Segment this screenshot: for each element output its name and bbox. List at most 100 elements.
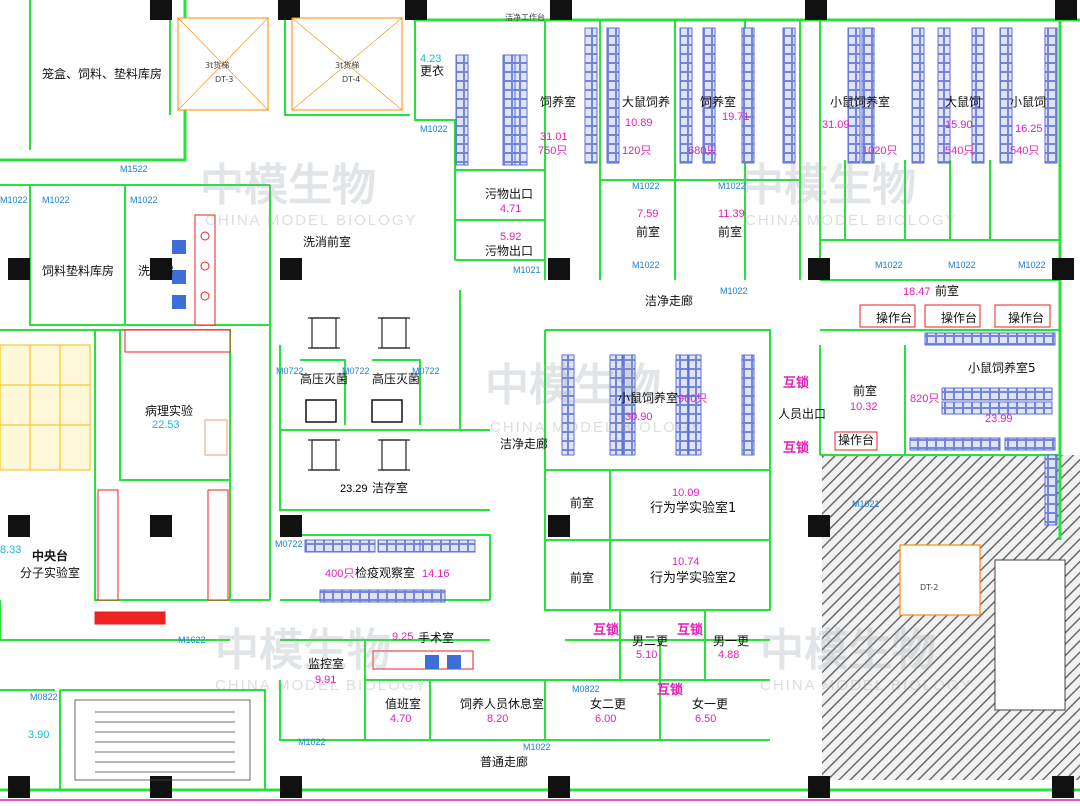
elevator-dt4: 3t货梯 DT-4 <box>291 17 403 111</box>
door-m1022-f: M1022 <box>718 181 746 191</box>
label-rearing-4: 小鼠饲养室 <box>830 94 890 109</box>
watermark-cn-1: 中模生物 <box>200 160 376 211</box>
cage-rack <box>741 354 755 456</box>
cage-rack <box>606 27 620 164</box>
cage-rack <box>941 401 1053 415</box>
door-m1022-g: M1022 <box>632 260 660 270</box>
cap-rearing-6: 540只 <box>1010 145 1039 157</box>
watermark-en-2: CHINA MODEL BIOLOGY <box>745 212 958 229</box>
door-m1022-k: M1022 <box>1018 260 1046 270</box>
cage-rack <box>909 437 1001 451</box>
elevator-dt3: 3t货梯 DT-3 <box>177 17 269 111</box>
cap-rearing-1: 750只 <box>538 145 567 157</box>
label-surgery: 手术室 <box>418 630 454 645</box>
cage-rack <box>924 332 1056 346</box>
stair-left <box>74 699 251 781</box>
label-front-behavior-1: 前室 <box>570 495 594 510</box>
cage-rack <box>419 539 476 553</box>
label-bench-3: 操作台 <box>1008 310 1044 325</box>
area-staff-rest: 8.20 <box>487 713 508 725</box>
area-behavior-2: 10.74 <box>672 556 700 568</box>
watermark-cn-2: 中模生物 <box>740 160 916 211</box>
area-rearing-3: 19.71 <box>722 111 750 123</box>
cage-rack <box>847 27 861 164</box>
label-duty: 值班室 <box>385 696 421 711</box>
cage-rack <box>304 539 376 553</box>
area-mouse-5: 23.99 <box>985 413 1013 425</box>
label-front-top-2: 前室 <box>718 224 742 239</box>
cage-rack <box>561 354 575 456</box>
door-m0722-b: M0722 <box>342 366 370 376</box>
area-mouse-center: 30.90 <box>625 411 653 423</box>
door-m0722-d: M0722 <box>275 539 303 549</box>
label-male-1: 男一更 <box>713 634 749 648</box>
label-monitor: 监控室 <box>308 656 344 671</box>
autoclaves <box>305 399 403 423</box>
label-rearing-3: 饲养室 <box>700 94 736 109</box>
room-labels: 笼盒、饲料、垫料库房 饲料垫料库房 洗衣房 病理实验 22.53 中央台 分子实… <box>0 12 1046 769</box>
area-rearing-6: 16.25 <box>1015 123 1043 135</box>
cage-rack <box>702 27 716 164</box>
cap-mouse-center: 960只 <box>678 393 707 405</box>
cap-mouse-5: 820只 <box>910 393 939 405</box>
area-waste-exit-1: 4.71 <box>500 203 521 215</box>
label-cleaner-hall: 洁净工作台 <box>505 12 545 22</box>
door-m0722-a: M0722 <box>276 366 304 376</box>
label-front-top-1: 前室 <box>636 224 660 239</box>
label-mouse-center: 小鼠饲养室 <box>618 390 678 405</box>
label-waste-exit-1: 污物出口 <box>485 187 533 201</box>
area-front-top-1: 7.59 <box>637 208 658 220</box>
watermark-cn-4: 中模生物 <box>215 625 391 676</box>
door-m1022-b: M1022 <box>0 195 28 205</box>
cage-rack <box>675 354 689 456</box>
label-rearing-6: 小鼠饲 <box>1010 95 1046 109</box>
label-rearing-5: 大鼠饲 <box>945 95 981 109</box>
dt3-label: DT-3 <box>215 75 233 84</box>
watermarks: 中模生物 CHINA MODEL BIOLOGY 中模生物 CHINA MODE… <box>200 160 973 694</box>
cage-rack <box>455 54 469 166</box>
door-m0822-a: M0822 <box>572 684 600 694</box>
cage-rack <box>911 27 925 164</box>
cage-rack <box>688 354 702 456</box>
interlock-2: 互锁 <box>783 440 809 456</box>
area-behavior-1: 10.09 <box>672 487 700 499</box>
label-quarantine: 检疫观察室 <box>355 565 415 580</box>
area-male-2: 5.10 <box>636 649 657 661</box>
door-m1022-c: M1022 <box>42 195 70 205</box>
cage-rack <box>741 27 755 164</box>
cap-rearing-3: 680只 <box>688 145 717 157</box>
door-m1022-i: M1022 <box>875 260 903 270</box>
label-laundry: 洗衣房 <box>138 263 174 278</box>
door-m1022-j: M1022 <box>948 260 976 270</box>
area-clean-store: 23.29 <box>340 483 368 495</box>
watermark-cn-3: 中模生物 <box>485 360 661 411</box>
cap-quarantine: 400只 <box>325 568 354 580</box>
dt2-label: DT-2 <box>920 583 938 592</box>
cage-rack <box>514 54 528 166</box>
watermark-en-3: CHINA MODEL BIOLOGY <box>490 419 703 436</box>
label-changing-top: 更衣 <box>420 63 444 78</box>
label-mouse-5: 小鼠饲养室5 <box>968 360 1036 375</box>
area-female-1: 6.50 <box>695 713 716 725</box>
watermark-en-5: CHINA MODEL BIOLOGY <box>760 677 973 694</box>
cage-rack <box>861 27 875 164</box>
label-front-big: 前室 <box>935 283 959 298</box>
cage-rack <box>584 27 598 164</box>
cage-rack <box>1044 27 1058 164</box>
label-pathology: 病理实验 <box>145 403 193 418</box>
door-m1021-a: M1021 <box>513 265 541 275</box>
door-m1522: M1522 <box>120 164 148 174</box>
area-quarantine: 14.16 <box>422 568 450 580</box>
label-bench-2: 操作台 <box>941 310 977 325</box>
cage-rack <box>941 387 1053 401</box>
cage-rack <box>502 54 516 166</box>
area-female-2: 6.00 <box>595 713 616 725</box>
area-rat: 10.89 <box>625 117 653 129</box>
stair-right <box>994 559 1066 711</box>
door-m1022-d: M1022 <box>420 124 448 134</box>
area-molecular: 8.33 <box>0 544 21 556</box>
door-m0822-b: M0822 <box>30 692 58 702</box>
area-male-1: 4.88 <box>718 649 739 661</box>
door-m1622: M1622 <box>178 635 206 645</box>
